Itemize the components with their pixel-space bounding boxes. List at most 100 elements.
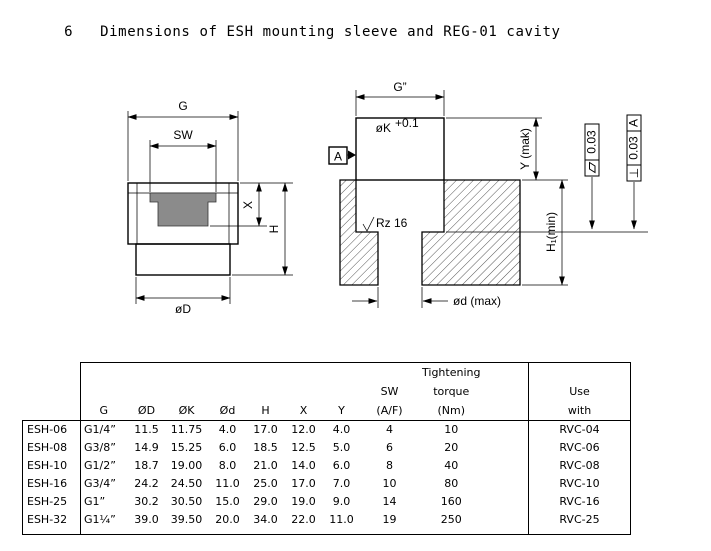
dim-label-od-max: ød (max): [453, 294, 501, 308]
cell-d: 6.0: [218, 441, 237, 454]
cell-h: 34.0: [253, 513, 278, 526]
perpendicularity-tolerance-frame: ⊥ 0.03 A: [626, 114, 642, 230]
dim-label-ok: øK: [376, 121, 391, 135]
dim-g2: G”: [355, 80, 445, 116]
cell-od: 39.0: [134, 513, 159, 526]
cell-od: 14.9: [134, 441, 159, 454]
cell-g: G3/4”: [80, 475, 127, 493]
cell-od: 18.7: [134, 459, 159, 472]
cell-nm: 250: [440, 513, 462, 526]
cell-nm: 20: [444, 441, 459, 454]
flatness-symbol-icon: [589, 161, 596, 174]
dim-sw: SW: [149, 128, 217, 192]
cell-use: RVC-06: [528, 439, 631, 457]
cell-d: 20.0: [215, 513, 240, 526]
dim-label-x: X: [241, 201, 255, 209]
flatness-tolerance-frame: 0.03: [584, 123, 600, 230]
cell-model: ESH-32: [22, 511, 81, 529]
cavity-hatched-section: [339, 179, 521, 286]
dim-label-y-max: Y (mak): [518, 128, 532, 170]
header-y: Y: [324, 362, 359, 421]
header-ok: ØK: [166, 362, 207, 421]
section-number: 6: [64, 24, 74, 40]
cell-ok: 39.50: [170, 513, 203, 526]
header-sw: SW (A/F): [358, 362, 421, 421]
page-title: Dimensions of ESH mounting sleeve and RE…: [100, 24, 561, 40]
dim-label-h: H: [267, 225, 281, 234]
roughness-check-icon: [362, 216, 375, 232]
header-g: G: [80, 362, 127, 421]
dim-label-ok-tolerance: +0.1: [395, 116, 419, 130]
header-use: Use with: [528, 362, 631, 421]
dim-h1-min: H₁(min): [522, 179, 568, 286]
dimension-table: G ØD ØK Ød H X: [22, 362, 631, 535]
cell-x: 19.0: [291, 495, 316, 508]
cell-use: RVC-25: [528, 511, 631, 529]
cell-h: 18.5: [253, 441, 278, 454]
perpendicularity-datum-ref: A: [627, 119, 641, 127]
sleeve-outline: [127, 182, 239, 276]
flatness-tolerance-value: 0.03: [585, 130, 599, 154]
cell-sw: 8: [386, 459, 393, 472]
cell-d: 15.0: [215, 495, 240, 508]
cavity-bore-outline: [355, 117, 445, 181]
cell-use: RVC-08: [528, 457, 631, 475]
header-model: [22, 362, 81, 421]
cell-h: 17.0: [253, 423, 278, 436]
dim-h: H: [232, 182, 293, 276]
dimension-table-grid: G ØD ØK Ød H X: [22, 362, 631, 535]
dim-g: G: [127, 99, 239, 181]
cell-g: G1”: [80, 493, 127, 511]
dim-y-max: Y (mak): [446, 117, 568, 181]
header-od: ØD: [126, 362, 167, 421]
cell-ok: 24.50: [170, 477, 203, 490]
cell-sw: 4: [386, 423, 393, 436]
cell-d: 8.0: [218, 459, 237, 472]
dim-label-g2: G”: [393, 80, 406, 94]
cell-y: 5.0: [332, 441, 351, 454]
bore-diameter-label: øK +0.1: [376, 116, 419, 135]
sleeve-lower-section-outline: [135, 243, 231, 276]
header-h: H: [248, 362, 283, 421]
cell-use: RVC-10: [528, 475, 631, 493]
cell-sw: 14: [382, 495, 397, 508]
table-header-row: G ØD ØK Ød H X: [22, 362, 631, 421]
cell-sw: 6: [386, 441, 393, 454]
cell-use: RVC-04: [528, 420, 631, 439]
datum-triangle-icon: [348, 150, 356, 160]
cell-ok: 11.75: [170, 423, 203, 436]
perpendicularity-symbol-icon: ⊥: [627, 168, 641, 178]
sleeve-drawing: G SW X H: [127, 99, 293, 316]
cell-ok: 30.50: [170, 495, 203, 508]
cavity-hatch-left: [339, 179, 379, 286]
roughness-label: Rz 16: [376, 216, 408, 230]
dim-label-sw: SW: [173, 128, 193, 142]
cell-g: G1¼”: [80, 511, 127, 529]
dim-label-g: G: [178, 99, 187, 113]
header-d: Ød: [206, 362, 249, 421]
cell-x: 17.0: [291, 477, 316, 490]
dim-od: øD: [135, 277, 231, 316]
perpendicularity-tolerance-value: 0.03: [627, 136, 641, 160]
cell-model: ESH-10: [22, 457, 81, 475]
cell-x: 12.5: [291, 441, 316, 454]
cell-x: 14.0: [291, 459, 316, 472]
cell-x: 22.0: [291, 513, 316, 526]
cell-sw: 19: [382, 513, 397, 526]
page-title-row: 6 Dimensions of ESH mounting sleeve and R…: [28, 8, 561, 56]
dim-label-od: øD: [175, 302, 191, 316]
cell-x: 12.0: [291, 423, 316, 436]
cell-use: RVC-16: [528, 493, 631, 511]
cell-nm: 80: [444, 477, 459, 490]
technical-drawings: G SW X H: [127, 80, 648, 316]
cell-d: 11.0: [215, 477, 240, 490]
table-bottom-spacer: [22, 529, 631, 535]
cell-d: 4.0: [218, 423, 237, 436]
cavity-drawing: G” øK +0.1 A Rz 16 ød (max): [328, 80, 648, 308]
cell-ok: 15.25: [170, 441, 203, 454]
